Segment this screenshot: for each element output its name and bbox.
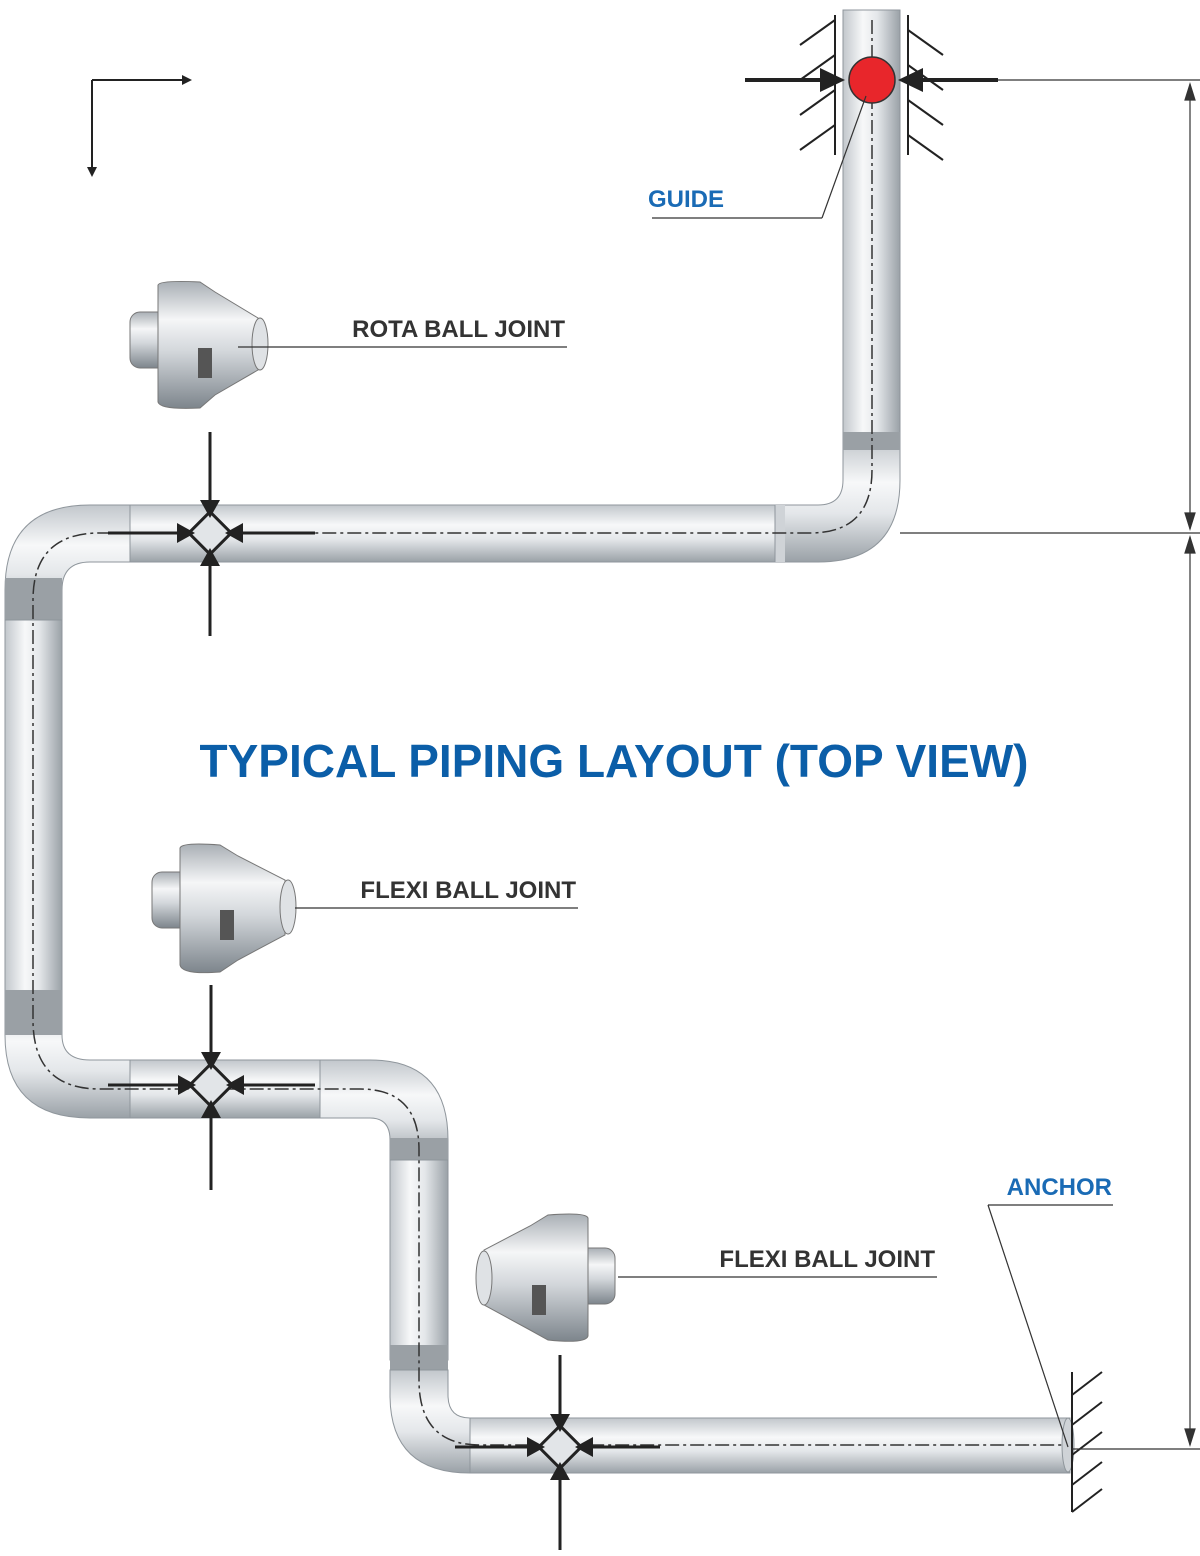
anchor — [987, 1204, 1113, 1513]
guide — [652, 15, 998, 219]
anchor-label: ANCHOR — [1007, 1174, 1112, 1201]
direction-indicator — [87, 75, 192, 177]
joint-symbol-bottom — [455, 1355, 660, 1550]
guide-marker — [848, 56, 896, 104]
dimension-lines — [900, 79, 1200, 1450]
rota-ball-joint-label: ROTA BALL JOINT — [352, 316, 565, 343]
flexi-ball-joint-lower — [475, 1213, 937, 1342]
joint-symbol-top — [108, 432, 315, 636]
guide-label: GUIDE — [648, 186, 724, 213]
joint-symbol-middle — [108, 985, 315, 1190]
flexi-ball-joint-label-lower: FLEXI BALL JOINT — [719, 1246, 935, 1273]
rota-ball-joint — [129, 280, 567, 409]
page-title: TYPICAL PIPING LAYOUT (TOP VIEW) — [200, 735, 1029, 787]
flexi-ball-joint-label-upper: FLEXI BALL JOINT — [360, 877, 576, 904]
flexi-ball-joint-upper — [151, 843, 578, 974]
